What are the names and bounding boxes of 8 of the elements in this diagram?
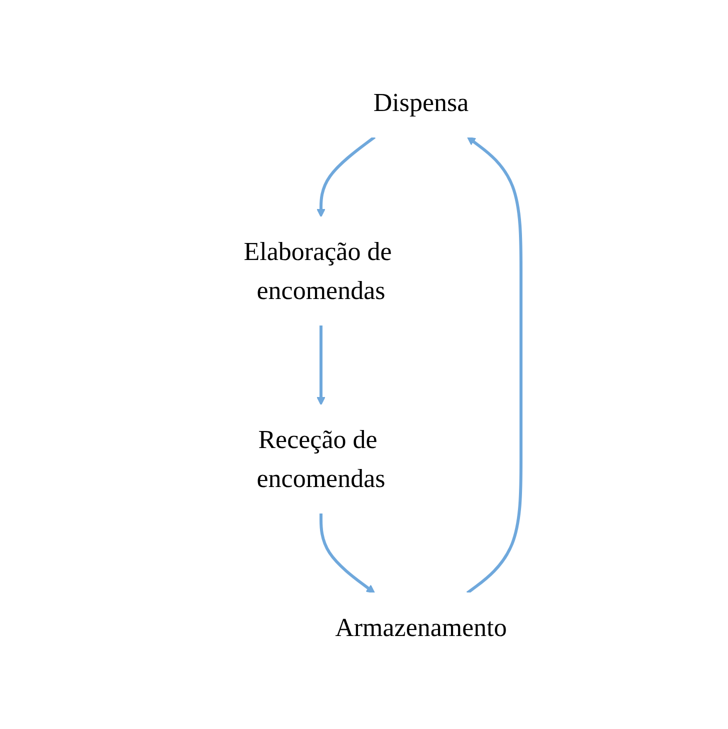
arrow — [320, 512, 376, 593]
arrow — [316, 135, 376, 217]
arrow — [316, 324, 326, 405]
arrow — [466, 136, 523, 594]
node-text: Receção de encomendas — [256, 424, 386, 492]
node-text: Elaboração de encomendas — [244, 236, 392, 304]
node-text: Dispensa — [373, 88, 469, 116]
node-text: Armazenamento — [335, 612, 507, 642]
